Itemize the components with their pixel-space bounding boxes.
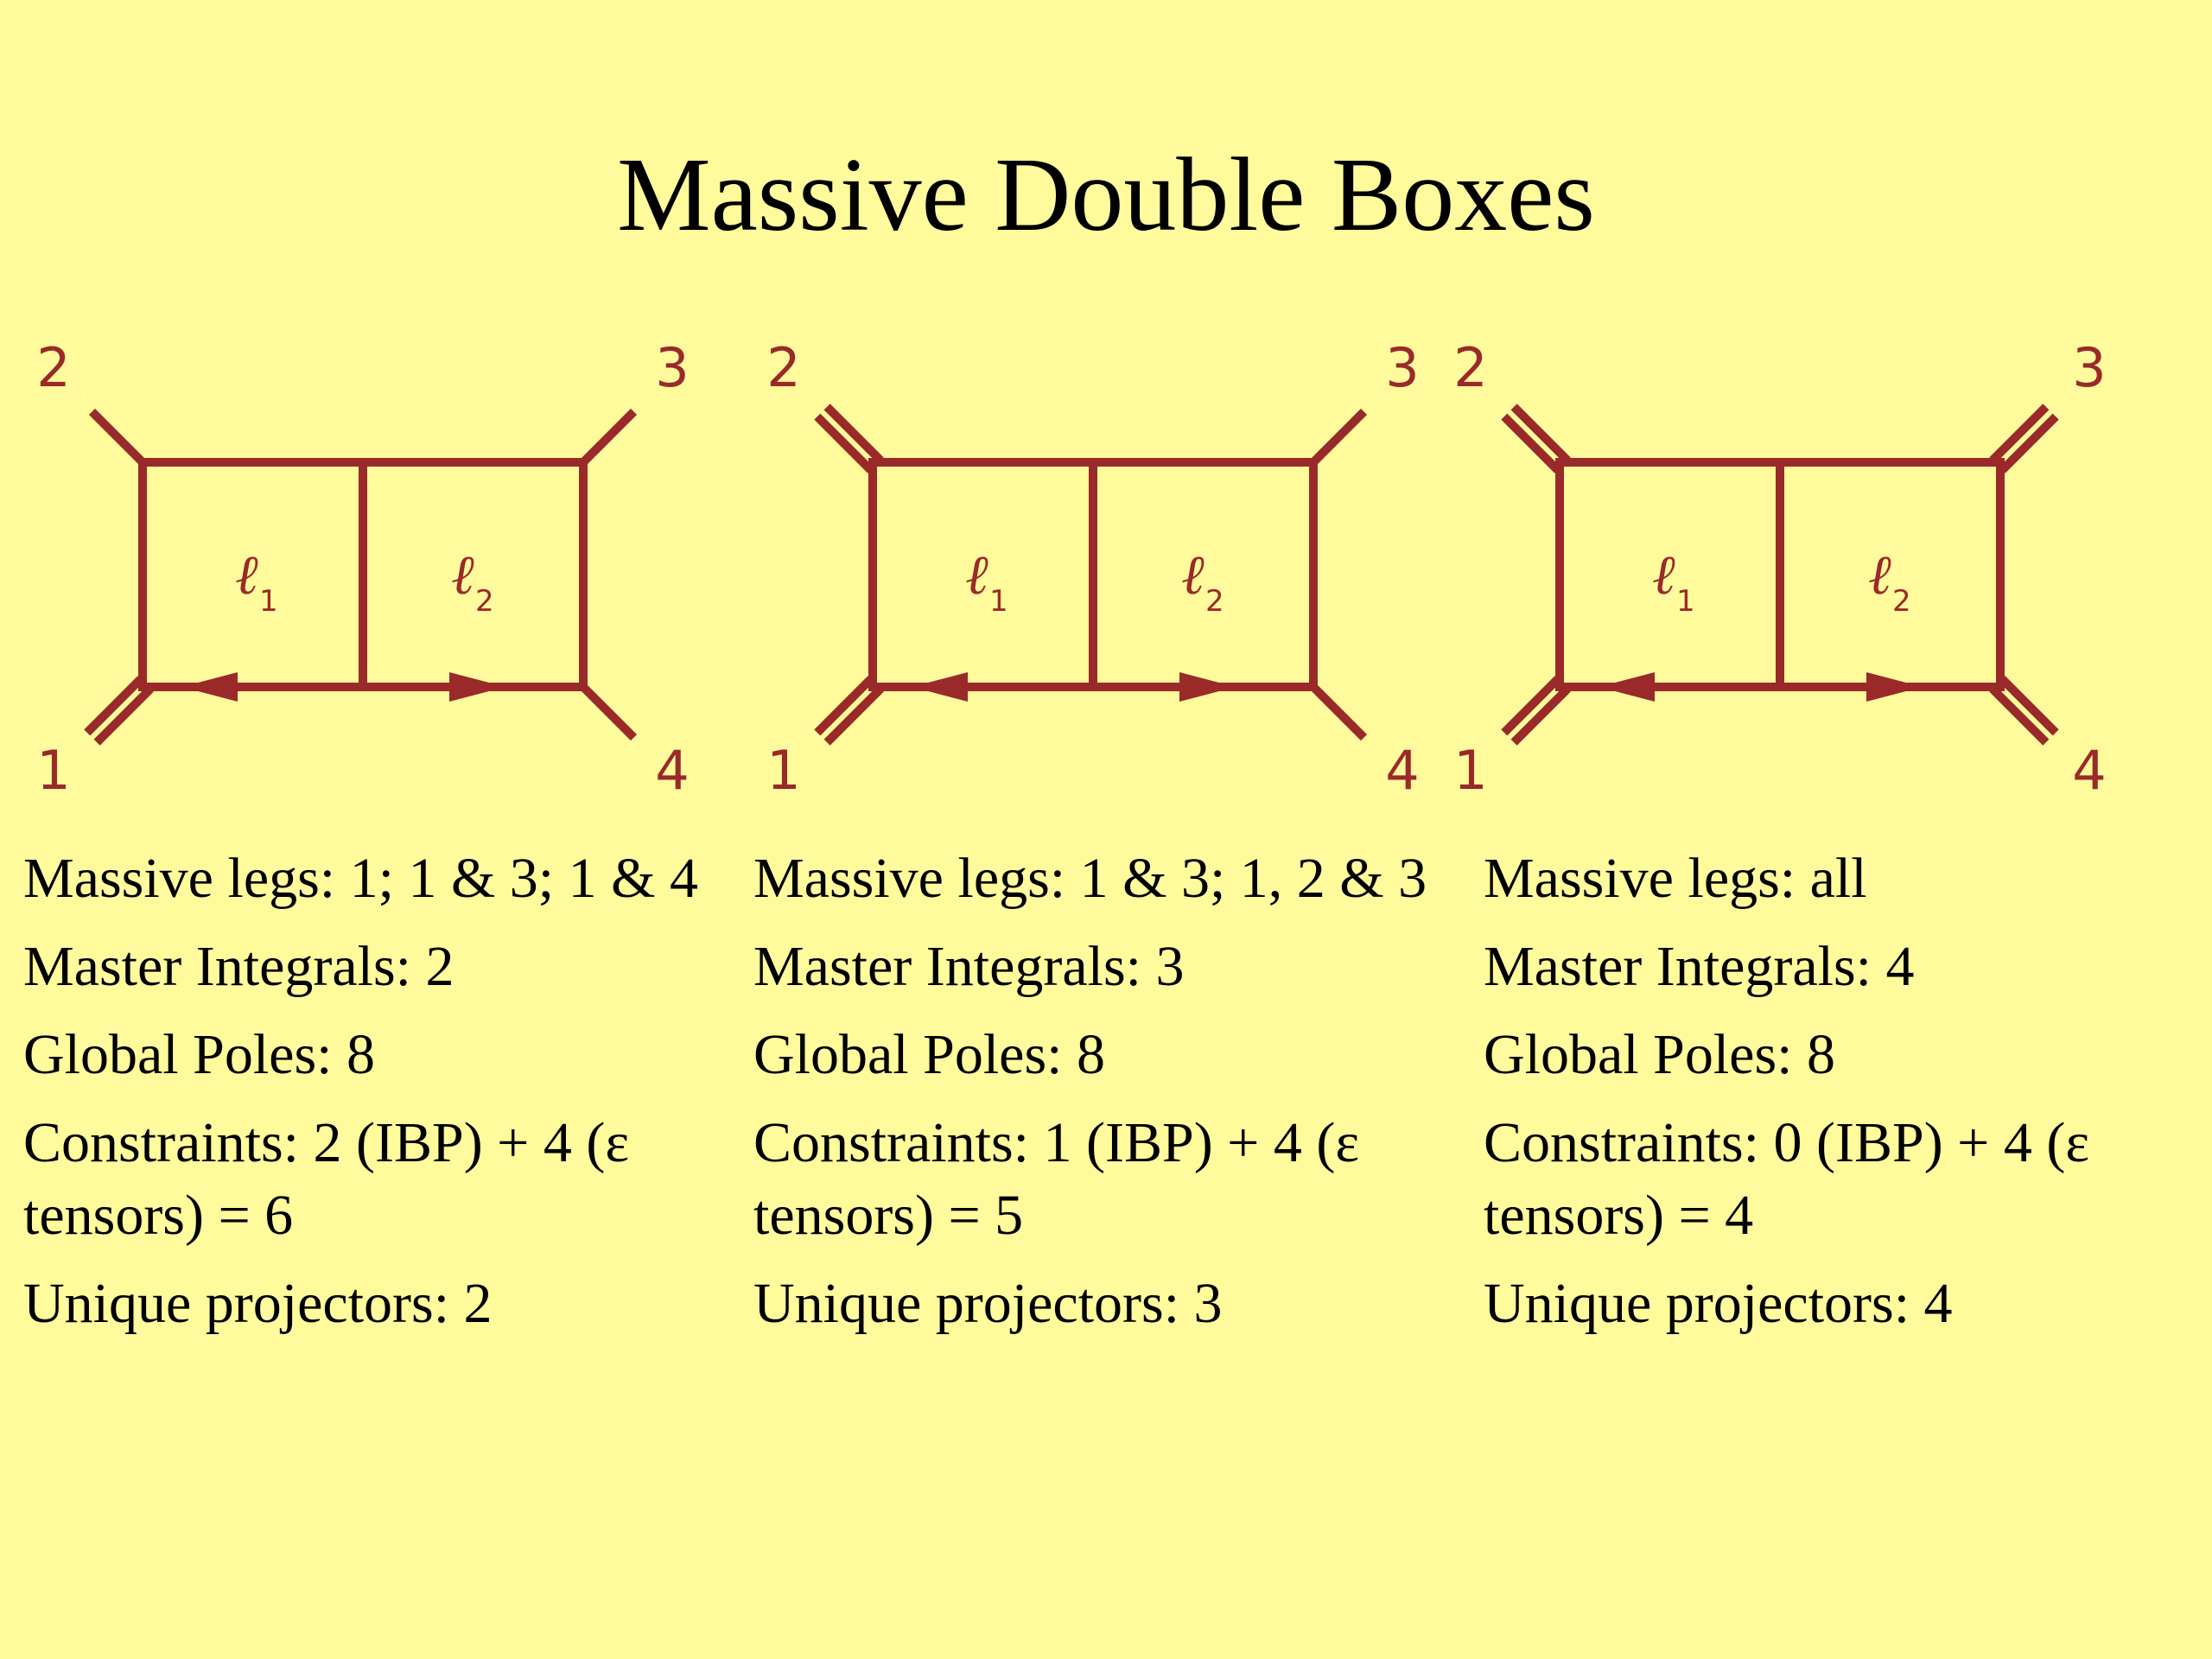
loop-momentum-l1-subscript: 1 <box>1676 584 1695 619</box>
diagram-3-info: Massive legs: all Master Integrals: 4 Gl… <box>1484 842 2192 1356</box>
leg-label-2: 2 <box>1453 336 1487 399</box>
loop-momentum-l2-subscript: 2 <box>1892 584 1911 619</box>
loop-momentum-l1: ℓ <box>235 543 258 607</box>
leg-label-4: 4 <box>655 739 689 802</box>
leg-2-line-a <box>1510 404 1571 464</box>
leg-3 <box>1306 408 1368 469</box>
leg-1-line-a <box>84 676 144 736</box>
diagram-1-info: Massive legs: 1; 1 & 3; 1 & 4 Master Int… <box>23 842 749 1356</box>
leg-2-line-a <box>823 404 884 464</box>
leg-3-line-b <box>1989 404 2050 464</box>
leg-3 <box>1989 404 2059 474</box>
loop-momentum-l1: ℓ <box>965 543 988 607</box>
left-arrow-icon <box>1599 672 1655 702</box>
leg-3 <box>576 408 638 469</box>
leg-1-line-a <box>1501 676 1561 736</box>
master-integrals-text: Master Integrals: 3 <box>753 935 1185 998</box>
slide-title: Massive Double Boxes <box>617 137 1595 253</box>
leg-label-4: 4 <box>2072 739 2106 802</box>
right-arrow-icon <box>449 672 505 702</box>
master-integrals-text: Master Integrals: 2 <box>23 935 454 998</box>
leg-1-line-a <box>814 676 874 736</box>
leg-1 <box>1501 676 1571 746</box>
leg-label-3: 3 <box>655 336 689 399</box>
loop-momentum-l2: ℓ <box>1868 543 1891 607</box>
leg-4-line-b <box>1999 676 2059 736</box>
leg-label-3: 3 <box>2072 336 2106 399</box>
leg-2-line-b <box>814 413 874 474</box>
loop-momentum-l2-subscript: 2 <box>1205 584 1224 619</box>
unique-projectors-text: Unique projectors: 3 <box>753 1272 1223 1335</box>
global-poles-text: Global Poles: 8 <box>753 1023 1105 1086</box>
leg-1-line-b <box>823 685 884 746</box>
leg-4 <box>576 680 638 741</box>
global-poles-text: Global Poles: 8 <box>23 1023 375 1086</box>
leg-2 <box>1501 404 1571 474</box>
leg-4-line-a <box>1989 685 2050 746</box>
leg-label-3: 3 <box>1385 336 1419 399</box>
left-arrow-icon <box>181 672 238 702</box>
loop-momentum-l1-subscript: 1 <box>259 584 278 619</box>
diagram-2-info: Massive legs: 1 & 3; 1, 2 & 3 Master Int… <box>753 842 1479 1356</box>
left-arrow-icon <box>912 672 968 702</box>
loop-momentum-l1-subscript: 1 <box>989 584 1008 619</box>
leg-1 <box>814 676 884 746</box>
leg-1-line-b <box>1510 685 1571 746</box>
constraints-text: Constraints: 1 (IBP) + 4 (ε tensors) = 5 <box>753 1111 1360 1247</box>
leg-2-line-b <box>1501 413 1561 474</box>
leg-2 <box>88 408 149 469</box>
right-arrow-icon <box>1866 672 1923 702</box>
leg-label-1: 1 <box>766 739 800 802</box>
leg-1 <box>84 676 154 746</box>
massive-legs-text: Massive legs: 1; 1 & 3; 1 & 4 <box>23 847 698 910</box>
leg-4 <box>1989 676 2059 746</box>
leg-4 <box>1306 680 1368 741</box>
leg-label-1: 1 <box>1453 739 1487 802</box>
massive-legs-text: Massive legs: 1 & 3; 1, 2 & 3 <box>753 847 1427 910</box>
leg-3-line-a <box>1999 413 2059 474</box>
loop-momentum-l2-subscript: 2 <box>475 584 494 619</box>
leg-label-2: 2 <box>36 336 70 399</box>
loop-momentum-l1: ℓ <box>1652 543 1675 607</box>
constraints-text: Constraints: 0 (IBP) + 4 (ε tensors) = 4 <box>1484 1111 2090 1247</box>
massive-legs-text: Massive legs: all <box>1484 847 1867 910</box>
master-integrals-text: Master Integrals: 4 <box>1484 935 1915 998</box>
right-arrow-icon <box>1179 672 1236 702</box>
unique-projectors-text: Unique projectors: 2 <box>23 1272 493 1335</box>
loop-momentum-l2: ℓ <box>1181 543 1205 607</box>
leg-1-line-b <box>93 685 154 746</box>
constraints-text: Constraints: 2 (IBP) + 4 (ε tensors) = 6 <box>23 1111 630 1247</box>
leg-2 <box>814 404 884 474</box>
global-poles-text: Global Poles: 8 <box>1484 1023 1835 1086</box>
leg-label-4: 4 <box>1385 739 1419 802</box>
loop-momentum-l2: ℓ <box>451 543 474 607</box>
unique-projectors-text: Unique projectors: 4 <box>1484 1272 1953 1335</box>
leg-label-1: 1 <box>36 739 70 802</box>
leg-label-2: 2 <box>766 336 800 399</box>
